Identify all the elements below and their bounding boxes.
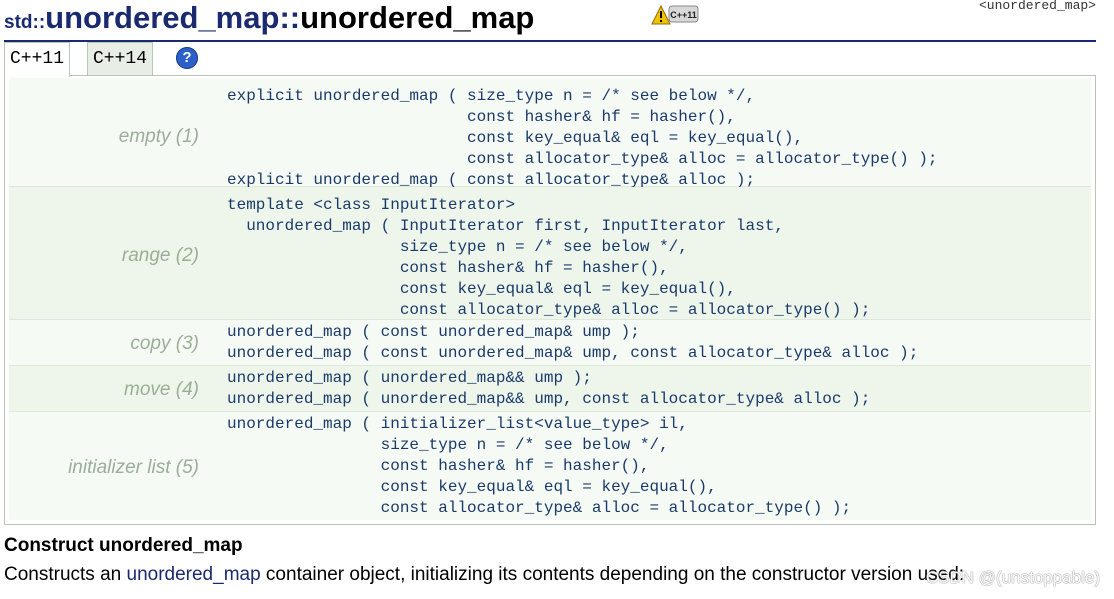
namespace-link[interactable]: std:: xyxy=(4,12,46,33)
watermark: CSDN @(unstoppable) xyxy=(925,568,1100,587)
paragraph-text-before: Constructs an xyxy=(4,564,127,585)
description-paragraph: Constructs an unordered_map container ob… xyxy=(4,564,964,586)
row-label-initializer-list: initializer list (5) xyxy=(68,457,199,478)
unordered-map-link[interactable]: unordered_map xyxy=(126,564,261,585)
page-header: std::unordered_map::unordered_map C++11 … xyxy=(4,0,1096,42)
section-title: Construct unordered_map xyxy=(4,535,243,556)
help-icon[interactable]: ? xyxy=(176,47,198,69)
signature-row-initializer-list: initializer list (5) unordered_map ( ini… xyxy=(9,412,1091,520)
cpp11-warning-icon: C++11 xyxy=(651,4,699,25)
row-label-move: move (4) xyxy=(124,379,199,400)
constructor-name: unordered_map xyxy=(300,0,535,35)
row-label-copy: copy (3) xyxy=(130,333,199,354)
constructor-signatures-panel: empty (1) explicit unordered_map ( size_… xyxy=(4,75,1096,525)
class-name-link[interactable]: unordered_map xyxy=(45,0,280,35)
signature-row-copy: copy (3) unordered_map ( const unordered… xyxy=(9,320,1091,366)
row-code-move: unordered_map ( unordered_map&& ump ); u… xyxy=(227,369,871,408)
row-code-empty: explicit unordered_map ( size_type n = /… xyxy=(227,87,938,189)
cpp11-badge-label: C++11 xyxy=(670,10,697,20)
row-label-range: range (2) xyxy=(121,245,199,266)
header-file-tag: <unordered_map> xyxy=(978,0,1096,13)
signature-row-empty: empty (1) explicit unordered_map ( size_… xyxy=(9,78,1091,189)
tab-cpp14[interactable]: C++14 xyxy=(87,42,154,75)
scope-separator: :: xyxy=(279,0,301,35)
signature-row-move: move (4) unordered_map ( unordered_map&&… xyxy=(9,366,1091,412)
row-code-copy: unordered_map ( const unordered_map& ump… xyxy=(227,323,919,362)
tab-cpp11[interactable]: C++11 xyxy=(4,42,71,77)
row-code-range: template <class InputIterator> unordered… xyxy=(227,196,871,319)
page-title: std::unordered_map::unordered_map xyxy=(4,0,534,36)
row-label-empty: empty (1) xyxy=(118,126,199,147)
row-code-initializer-list: unordered_map ( initializer_list<value_t… xyxy=(227,415,852,517)
paragraph-text-after: container object, initializing its conte… xyxy=(260,564,965,585)
signature-row-range: range (2) template <class InputIterator>… xyxy=(9,187,1091,320)
